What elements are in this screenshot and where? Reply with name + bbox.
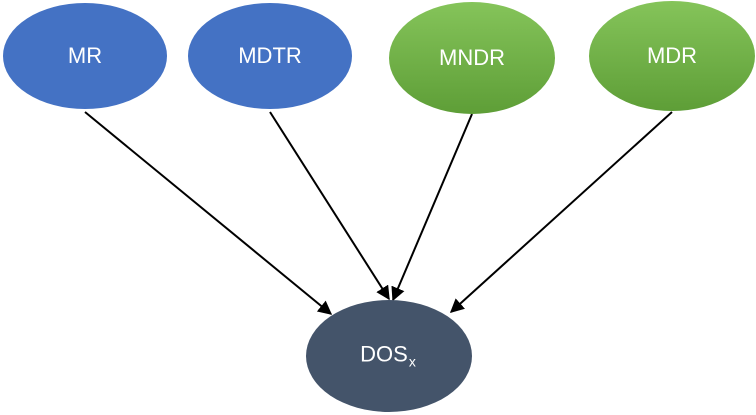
edge-mr-to-dos [84, 111, 333, 315]
edge-mdr-to-dos [449, 111, 673, 313]
node-dos [306, 300, 472, 412]
edge-mdtr-to-dos [269, 111, 390, 301]
nodes [3, 1, 755, 412]
edge-mndr-to-dos [391, 113, 473, 302]
node-dos-label-main: DOS [360, 341, 408, 367]
node-mndr [389, 2, 555, 114]
node-mdr-label: MDR [646, 43, 698, 68]
node-mdtr-label: MDTR [238, 43, 302, 68]
node-mr [3, 3, 167, 109]
node-mdr [589, 1, 755, 111]
node-dos-label: DOSx [360, 341, 416, 370]
node-mdtr [188, 3, 352, 109]
node-mr-label: MR [67, 43, 103, 68]
edges [84, 111, 673, 315]
node-mndr-label: MNDR [439, 45, 505, 70]
node-dos-label-subscript: x [408, 353, 416, 370]
